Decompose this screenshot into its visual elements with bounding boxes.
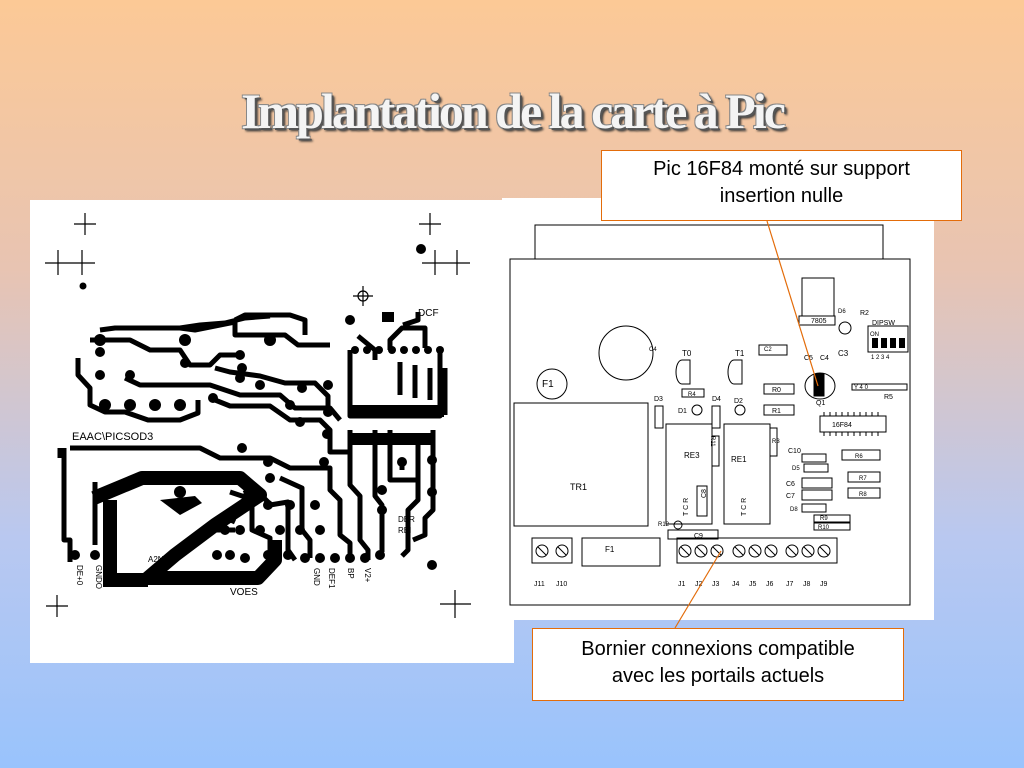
board-label: 7805 bbox=[811, 318, 827, 325]
connector-label: J3 bbox=[712, 581, 720, 588]
slide-title: Implantation de la carte à Pic bbox=[241, 83, 786, 139]
pic-callout-line1: Pic 16F84 monté sur support bbox=[653, 158, 910, 180]
board-label: C10 bbox=[788, 448, 801, 455]
bornier-callout-line1: Bornier connexions compatible bbox=[581, 638, 855, 660]
pcb-label-top: DCF bbox=[418, 308, 439, 319]
board-label: C9 bbox=[694, 533, 703, 540]
relay-pins-label: T C R bbox=[683, 498, 690, 516]
board-label: R4 bbox=[688, 392, 696, 398]
board-label: R12 bbox=[658, 522, 670, 528]
board-label: C8 bbox=[701, 489, 708, 498]
pcb-label-bottom: VOES bbox=[230, 587, 258, 598]
board-layout-drawing: F1 C4 T0 T1 C2 C5 C4 C3 7805 D6 R2 DIPSW… bbox=[509, 224, 911, 606]
connector-label: J8 bbox=[803, 581, 811, 588]
board-label: T0 bbox=[682, 349, 692, 358]
board-label: D2 bbox=[734, 398, 743, 405]
pcb-layout-drawing: DCF EAAC\PICSOD3 VOES A2N3E F DBR RBI DE… bbox=[45, 213, 471, 618]
board-label: D3 bbox=[654, 396, 663, 403]
board-label: 1 2 3 4 bbox=[871, 355, 890, 361]
board-label: R3 bbox=[772, 439, 780, 445]
board-label: Y 4 0 bbox=[854, 385, 869, 391]
relay-label: RE1 bbox=[731, 455, 747, 464]
pic-16f84-label: 16F84 bbox=[832, 422, 852, 429]
pcb-layout-image: DCF EAAC\PICSOD3 VOES A2N3E F DBR RBI DE… bbox=[30, 200, 514, 663]
pcb-pin-label: DEF1 bbox=[327, 568, 336, 589]
board-label: C4 bbox=[649, 347, 657, 353]
pic-callout: Pic 16F84 monté sur support insertion nu… bbox=[601, 150, 962, 221]
pcb-pin-label: DE+0 bbox=[75, 565, 84, 586]
connector-label: J7 bbox=[786, 581, 794, 588]
board-label: C3 bbox=[838, 349, 849, 358]
pcb-pin-label: BP bbox=[346, 568, 355, 579]
connector-label: J1 bbox=[678, 581, 686, 588]
board-label: R2 bbox=[860, 310, 869, 317]
connector-label: J9 bbox=[820, 581, 828, 588]
pcb-pin-label: GND bbox=[312, 568, 321, 586]
board-label: D8 bbox=[790, 507, 798, 513]
board-label: D6 bbox=[838, 309, 846, 315]
bornier-leader-line bbox=[674, 550, 722, 629]
pcb-pin-label: GNDO bbox=[94, 565, 103, 589]
board-label: F1 bbox=[542, 379, 554, 390]
board-label: Q1 bbox=[816, 400, 825, 407]
board-label: R10 bbox=[818, 525, 830, 531]
board-label: ON bbox=[870, 332, 879, 338]
relay-pins-label: T C R bbox=[741, 498, 748, 516]
connector-label: J2 bbox=[695, 581, 703, 588]
board-label: C5 bbox=[804, 355, 813, 362]
board-label: R8 bbox=[859, 492, 867, 498]
board-label: R0 bbox=[772, 387, 781, 394]
pcb-label-dbr: DBR bbox=[398, 515, 415, 524]
board-label: C4 bbox=[820, 355, 829, 362]
board-label: R7 bbox=[859, 476, 867, 482]
connector-label: J4 bbox=[732, 581, 740, 588]
board-label: DIPSW bbox=[872, 320, 895, 327]
board-label: R5 bbox=[884, 394, 893, 401]
board-label: R9 bbox=[820, 516, 828, 522]
pic-callout-line2: insertion nulle bbox=[719, 185, 844, 207]
board-label: F1 bbox=[605, 545, 615, 554]
pic-leader-line bbox=[766, 220, 819, 387]
registration-marks bbox=[45, 213, 471, 618]
board-label: C6 bbox=[786, 481, 795, 488]
connector-label: J5 bbox=[749, 581, 757, 588]
board-label: R1 bbox=[772, 408, 781, 415]
board-label: T1 bbox=[735, 349, 745, 358]
relay-label: RE3 bbox=[684, 451, 700, 460]
pcb-label-rbi: RBI bbox=[398, 526, 411, 535]
transformer-label: TR1 bbox=[570, 482, 587, 492]
board-label: R11 bbox=[709, 436, 715, 447]
board-label: C7 bbox=[786, 493, 795, 500]
connector-label: J11 bbox=[534, 581, 545, 588]
bornier-callout-line2: avec les portails actuels bbox=[611, 665, 825, 687]
bornier-callout: Bornier connexions compatible avec les p… bbox=[532, 628, 904, 701]
board-label: D1 bbox=[678, 408, 687, 415]
pcb-pin-label: V2+ bbox=[363, 568, 372, 583]
board-label: R6 bbox=[855, 454, 863, 460]
board-label: D4 bbox=[712, 396, 721, 403]
pcb-label-side: EAAC\PICSOD3 bbox=[72, 431, 153, 443]
board-label: D5 bbox=[792, 466, 800, 472]
board-label: C2 bbox=[764, 347, 772, 353]
connector-label: J6 bbox=[766, 581, 774, 588]
board-layout-image: F1 C4 T0 T1 C2 C5 C4 C3 7805 D6 R2 DIPSW… bbox=[502, 198, 934, 620]
pcb-label-mid: A2N3E F bbox=[148, 555, 181, 564]
connector-label: J10 bbox=[556, 581, 567, 588]
